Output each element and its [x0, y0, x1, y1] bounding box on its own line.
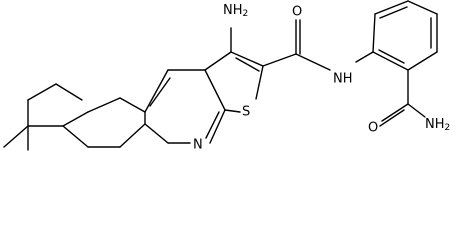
tert-pentyl-group: [3, 83, 89, 151]
benzamide-oxygen-label: O: [368, 121, 378, 136]
amide-nh-label: NH: [333, 72, 353, 87]
carboxamide-group: [262, 19, 374, 71]
amino-label: NH2: [223, 3, 248, 20]
molecule-drawing: NH2 O NH S N O NH2: [3, 0, 450, 153]
saturated-ring: [62, 97, 146, 148]
benzamide-group: [379, 69, 426, 127]
thiophene-ring: [204, 51, 264, 113]
carbonyl-oxygen-label: O: [292, 5, 302, 20]
pyridine-ring: [144, 69, 226, 144]
thiophene-sulfur-label: S: [242, 105, 250, 120]
molecule-canvas: NH2 O NH S N O NH2: [3, 0, 450, 153]
benzene-ring: [372, 0, 438, 71]
benzamide-nh2-label: NH2: [425, 117, 450, 134]
pyridine-nitrogen-label: N: [193, 138, 203, 153]
